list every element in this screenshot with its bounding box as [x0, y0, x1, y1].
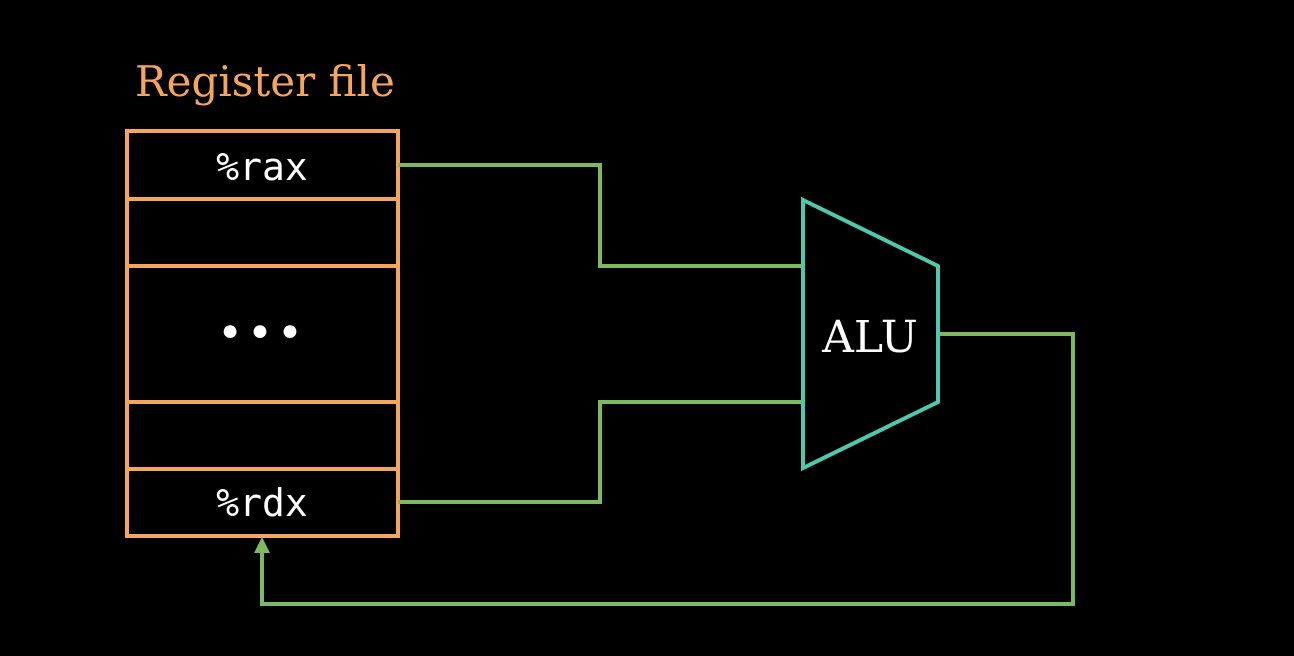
alu-label: ALU — [821, 312, 918, 363]
wire-rax-to-alu — [398, 163, 803, 268]
feedback-arrowhead-icon — [254, 537, 270, 553]
alu-shape — [801, 196, 940, 472]
register-rdx-label: %rdx — [216, 481, 308, 525]
register-ellipsis: ••• — [217, 308, 307, 359]
register-file — [125, 129, 400, 538]
wire-alu-feedback — [260, 332, 1075, 606]
wires — [260, 163, 1075, 606]
wire-rdx-to-alu — [398, 400, 803, 504]
register-file-outline — [125, 129, 400, 538]
register-rax-label: %rax — [216, 145, 308, 189]
register-file-title: Register file — [135, 57, 395, 106]
